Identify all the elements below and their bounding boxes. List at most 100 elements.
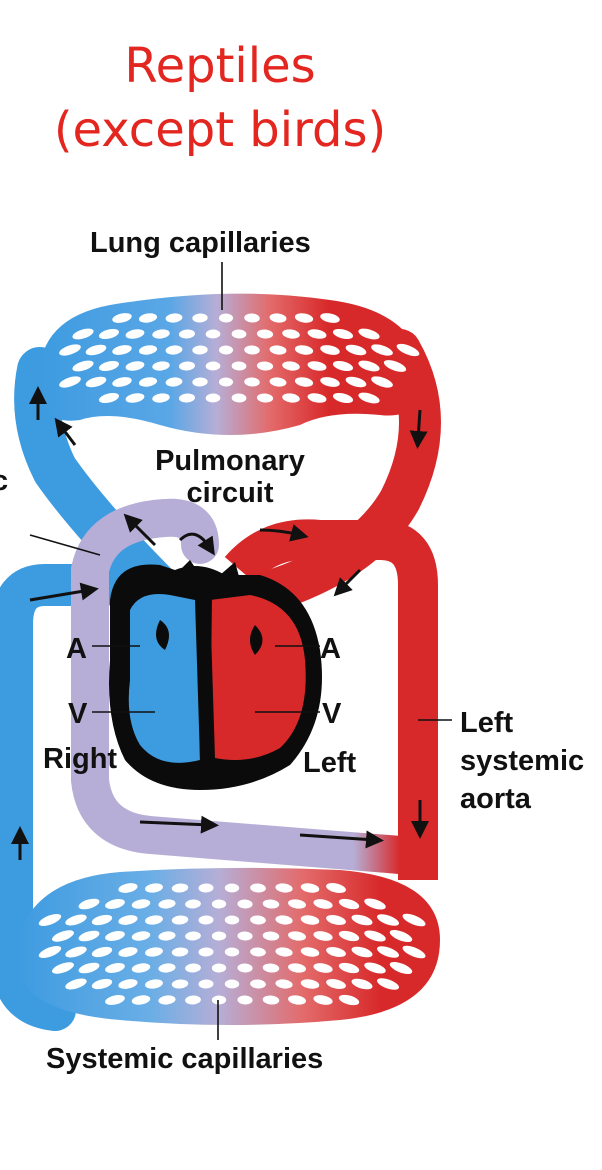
capillary-hole <box>313 963 333 973</box>
capillary-hole <box>282 361 300 371</box>
capillary-hole <box>326 883 346 893</box>
capillary-hole <box>211 963 227 973</box>
ventricle-right-label: V <box>68 698 88 730</box>
flow-arrows <box>11 386 429 860</box>
capillary-hole <box>338 930 360 942</box>
cut-off-label: c <box>0 465 8 497</box>
capillary-hole <box>105 899 125 909</box>
capillary-hole <box>145 947 163 957</box>
systemic-capillaries-label: Systemic capillaries <box>46 1043 323 1075</box>
capillary-hole <box>269 345 287 355</box>
capillary-hole <box>262 963 280 973</box>
capillary-hole <box>152 393 170 403</box>
capillary-hole <box>125 393 145 403</box>
capillary-hole <box>383 360 407 372</box>
capillary-hole <box>118 883 138 893</box>
capillary-hole <box>98 392 120 404</box>
title-line-2: (except birds) <box>53 102 387 158</box>
capillary-hole <box>338 994 360 1006</box>
capillary-hole <box>145 915 163 925</box>
capillary-hole <box>358 360 380 372</box>
atrium-left-label: A <box>320 633 341 665</box>
capillary-hole <box>237 931 253 941</box>
capillary-hole <box>91 946 113 958</box>
capillary-hole <box>275 979 293 989</box>
capillary-hole <box>158 995 176 1005</box>
capillary-hole <box>211 931 227 941</box>
capillary-hole <box>198 883 214 893</box>
lung-capillaries-label: Lung capillaries <box>90 227 311 259</box>
capillary-hole <box>98 328 120 340</box>
capillary-hole <box>376 978 400 990</box>
capillary-hole <box>224 883 240 893</box>
capillary-hole <box>376 946 400 958</box>
capillary-hole <box>332 328 354 340</box>
capillary-hole <box>294 313 314 323</box>
capillary-hole <box>307 329 327 339</box>
capillary-hole <box>288 995 306 1005</box>
capillary-hole <box>313 931 333 941</box>
capillary-hole <box>152 329 170 339</box>
capillary-hole <box>364 898 386 910</box>
capillary-hole <box>294 377 314 387</box>
capillary-hole <box>185 963 201 973</box>
capillary-hole <box>85 344 107 356</box>
capillary-holes <box>38 313 426 1006</box>
capillary-hole <box>131 995 151 1005</box>
capillary-hole <box>52 962 74 974</box>
capillary-hole <box>171 883 189 893</box>
capillary-hole <box>158 963 176 973</box>
capillary-hole <box>131 963 151 973</box>
capillary-hole <box>185 995 201 1005</box>
capillary-hole <box>275 947 293 957</box>
capillary-hole <box>351 946 373 958</box>
capillary-hole <box>138 345 158 355</box>
left-heart-chamber <box>210 595 306 761</box>
capillary-hole <box>38 914 62 926</box>
capillary-hole <box>307 393 327 403</box>
title-line-1: Reptiles <box>124 38 316 94</box>
capillary-hole <box>326 947 346 957</box>
right-aorta-vessel <box>71 498 419 874</box>
capillary-hole <box>231 329 247 339</box>
capillary-hole <box>300 883 320 893</box>
capillary-hole <box>205 329 221 339</box>
capillary-hole <box>338 898 360 910</box>
capillary-hole <box>313 995 333 1005</box>
capillary-hole <box>78 898 100 910</box>
capillary-hole <box>250 979 266 989</box>
capillary-hole <box>178 329 196 339</box>
capillary-hole <box>237 899 253 909</box>
capillary-hole <box>320 313 340 323</box>
capillary-hole <box>244 377 260 387</box>
capillary-hole <box>250 883 266 893</box>
capillary-hole <box>364 962 386 974</box>
capillary-hole <box>351 914 373 926</box>
capillary-hole <box>300 915 320 925</box>
capillary-hole <box>125 361 145 371</box>
capillary-hole <box>244 345 260 355</box>
capillary-hole <box>358 392 380 404</box>
capillary-hole <box>198 947 214 957</box>
capillary-hole <box>389 929 413 943</box>
capillary-hole <box>138 313 158 323</box>
capillary-hole <box>307 361 327 371</box>
capillary-hole <box>282 329 300 339</box>
capillary-hole <box>185 931 201 941</box>
capillary-hole <box>171 979 189 989</box>
capillary-hole <box>105 931 125 941</box>
capillary-hole <box>198 915 214 925</box>
capillary-hole <box>131 899 151 909</box>
capillary-hole <box>237 963 253 973</box>
capillary-hole <box>262 995 280 1005</box>
capillary-hole <box>198 979 214 989</box>
capillary-hole <box>78 962 100 974</box>
capillary-hole <box>211 995 227 1005</box>
pulmonary-circuit-label-line1: Pulmonary <box>155 445 305 477</box>
capillary-hole <box>72 360 94 372</box>
capillary-hole <box>105 995 125 1005</box>
capillary-hole <box>256 361 274 371</box>
capillary-hole <box>282 393 300 403</box>
aorta-label-line3: aorta <box>460 783 532 815</box>
